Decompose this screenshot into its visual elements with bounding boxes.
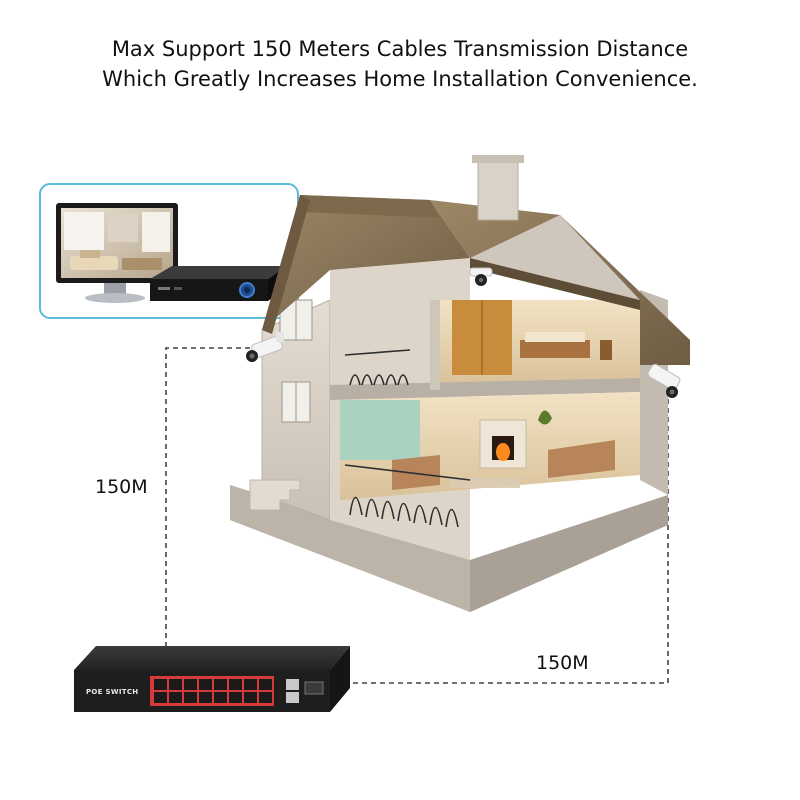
cable-left — [165, 347, 250, 660]
monitor-icon — [56, 203, 178, 303]
cable-lines — [165, 347, 669, 684]
uplink-port-1 — [286, 679, 299, 690]
nvr-callout — [39, 183, 331, 319]
cable-right — [328, 390, 669, 684]
poe-switch: POE SWITCH — [74, 646, 350, 712]
switch-label: POE SWITCH — [86, 688, 138, 696]
balcony-railing — [344, 349, 471, 528]
distance-label-left: 150M — [95, 476, 148, 498]
ethernet-ports — [154, 679, 272, 703]
camera-left-icon — [246, 332, 284, 362]
uplink-port-2 — [286, 692, 299, 703]
camera-right-icon — [647, 363, 681, 398]
nvr-recorder-icon — [150, 266, 286, 301]
headline-line-2: Which Greatly Increases Home Installatio… — [102, 67, 698, 91]
headline: Max Support 150 Meters Cables Transmissi… — [0, 34, 800, 94]
headline-line-1: Max Support 150 Meters Cables Transmissi… — [111, 37, 689, 61]
roof — [262, 155, 690, 365]
house-cutaway — [230, 155, 690, 612]
camera-ceiling-icon — [469, 267, 493, 286]
distance-label-right: 150M — [536, 652, 589, 674]
sfp-port — [304, 681, 324, 695]
